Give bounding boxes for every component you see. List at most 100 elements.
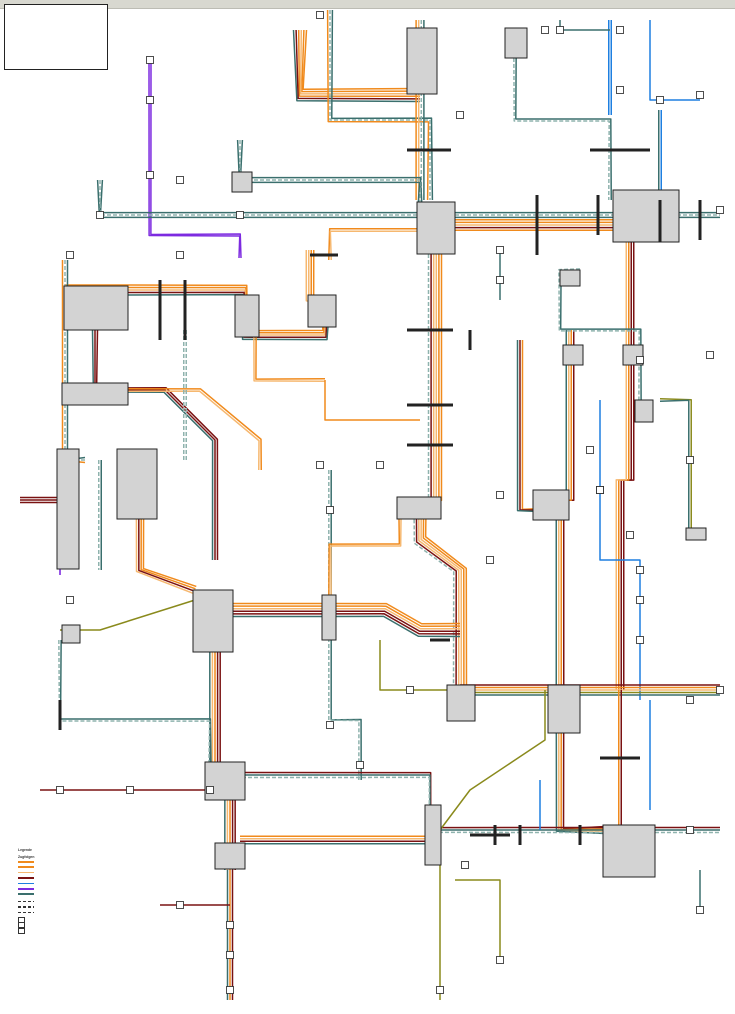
station-stop [146,171,154,179]
legend-dash-swatch [18,900,34,903]
station-stop [456,111,464,119]
route-line [324,380,420,421]
hub-station [685,527,707,541]
station-stop [226,921,234,929]
route-line [310,249,321,301]
legend-route-4 [18,875,130,880]
route-line [215,610,461,633]
legend-dash-swatch [18,911,34,914]
station-stop [406,686,414,694]
station-stop [696,91,704,99]
route-line [328,469,360,781]
station-stop [206,786,214,794]
station-stop [616,86,624,94]
route-line [215,615,461,638]
platform-bar [407,443,453,447]
station-stop [686,696,694,704]
route-line [312,249,321,301]
hub-station [446,684,476,722]
legend-swatch-7 [18,893,34,896]
hub-station [547,684,581,734]
route-line [215,613,461,635]
legend-freq-2 [18,904,130,909]
route-line [297,29,421,98]
station-stop [376,461,384,469]
station-stop [706,351,714,359]
platform-bar [407,148,451,152]
legend-swatch-5 [18,882,34,885]
station-stop [126,786,134,794]
hub-station [612,189,680,243]
hub-station [192,589,234,653]
route-line [148,59,241,259]
station-stop [146,96,154,104]
platform-bar [493,825,497,845]
hub-station [559,269,581,287]
legend-title: Legende [18,848,32,852]
map-legend: Legende Zugfolgen [18,846,130,934]
station-stop [596,486,604,494]
station-stop [316,461,324,469]
route-line [455,879,501,960]
legend-routes-heading: Zugfolgen [18,854,35,859]
route-line [229,776,720,834]
platform-bar [698,200,702,240]
platform-bar [310,253,338,257]
station-stop [176,176,184,184]
legend-swatch-6 [18,888,34,890]
station-stop [636,566,644,574]
route-line [599,400,641,700]
platform-bar [468,330,472,350]
route-line [420,229,463,691]
station-stop [226,951,234,959]
hub-station [214,842,246,870]
hub-station [116,448,158,520]
route-line [230,774,720,831]
hub-station [321,594,337,641]
station-stop [696,906,704,914]
station-stop [541,26,549,34]
station-stop [326,506,334,514]
station-stop [716,206,724,214]
platform-bar [518,825,522,845]
legend-freq-1 [18,899,130,904]
platform-bar [407,328,453,332]
station-stop [656,96,664,104]
legend-route-3 [18,870,130,875]
legend-swatch-4 [18,877,34,879]
route-line [215,607,461,630]
legend-route-1 [18,859,130,864]
route-line [215,602,461,625]
route-line [418,229,460,691]
hub-station [56,448,80,570]
hub-station [307,294,337,328]
station-stop [496,276,504,284]
route-line [331,9,434,201]
station-stop [316,11,324,19]
station-stop [66,251,74,259]
route-line [95,329,219,561]
station-stop [626,531,634,539]
route-line [292,29,421,103]
route-line [215,605,461,627]
hub-station [424,804,442,866]
station-stop [636,596,644,604]
legend-route-2 [18,865,130,870]
hub-station [406,27,438,95]
platform-bar [658,200,662,242]
station-stop [56,786,64,794]
platform-bar [158,280,162,340]
platform-bar [470,833,510,837]
station-stop [686,826,694,834]
route-line [559,20,610,31]
platform-bar [183,280,187,340]
station-stop [176,251,184,259]
route-line [59,639,212,771]
legend-route-5 [18,881,130,886]
hub-station [61,624,81,644]
node-symbol-icon [18,927,25,934]
platform-bar [407,403,453,407]
station-stop [586,446,594,454]
route-line [519,340,560,511]
